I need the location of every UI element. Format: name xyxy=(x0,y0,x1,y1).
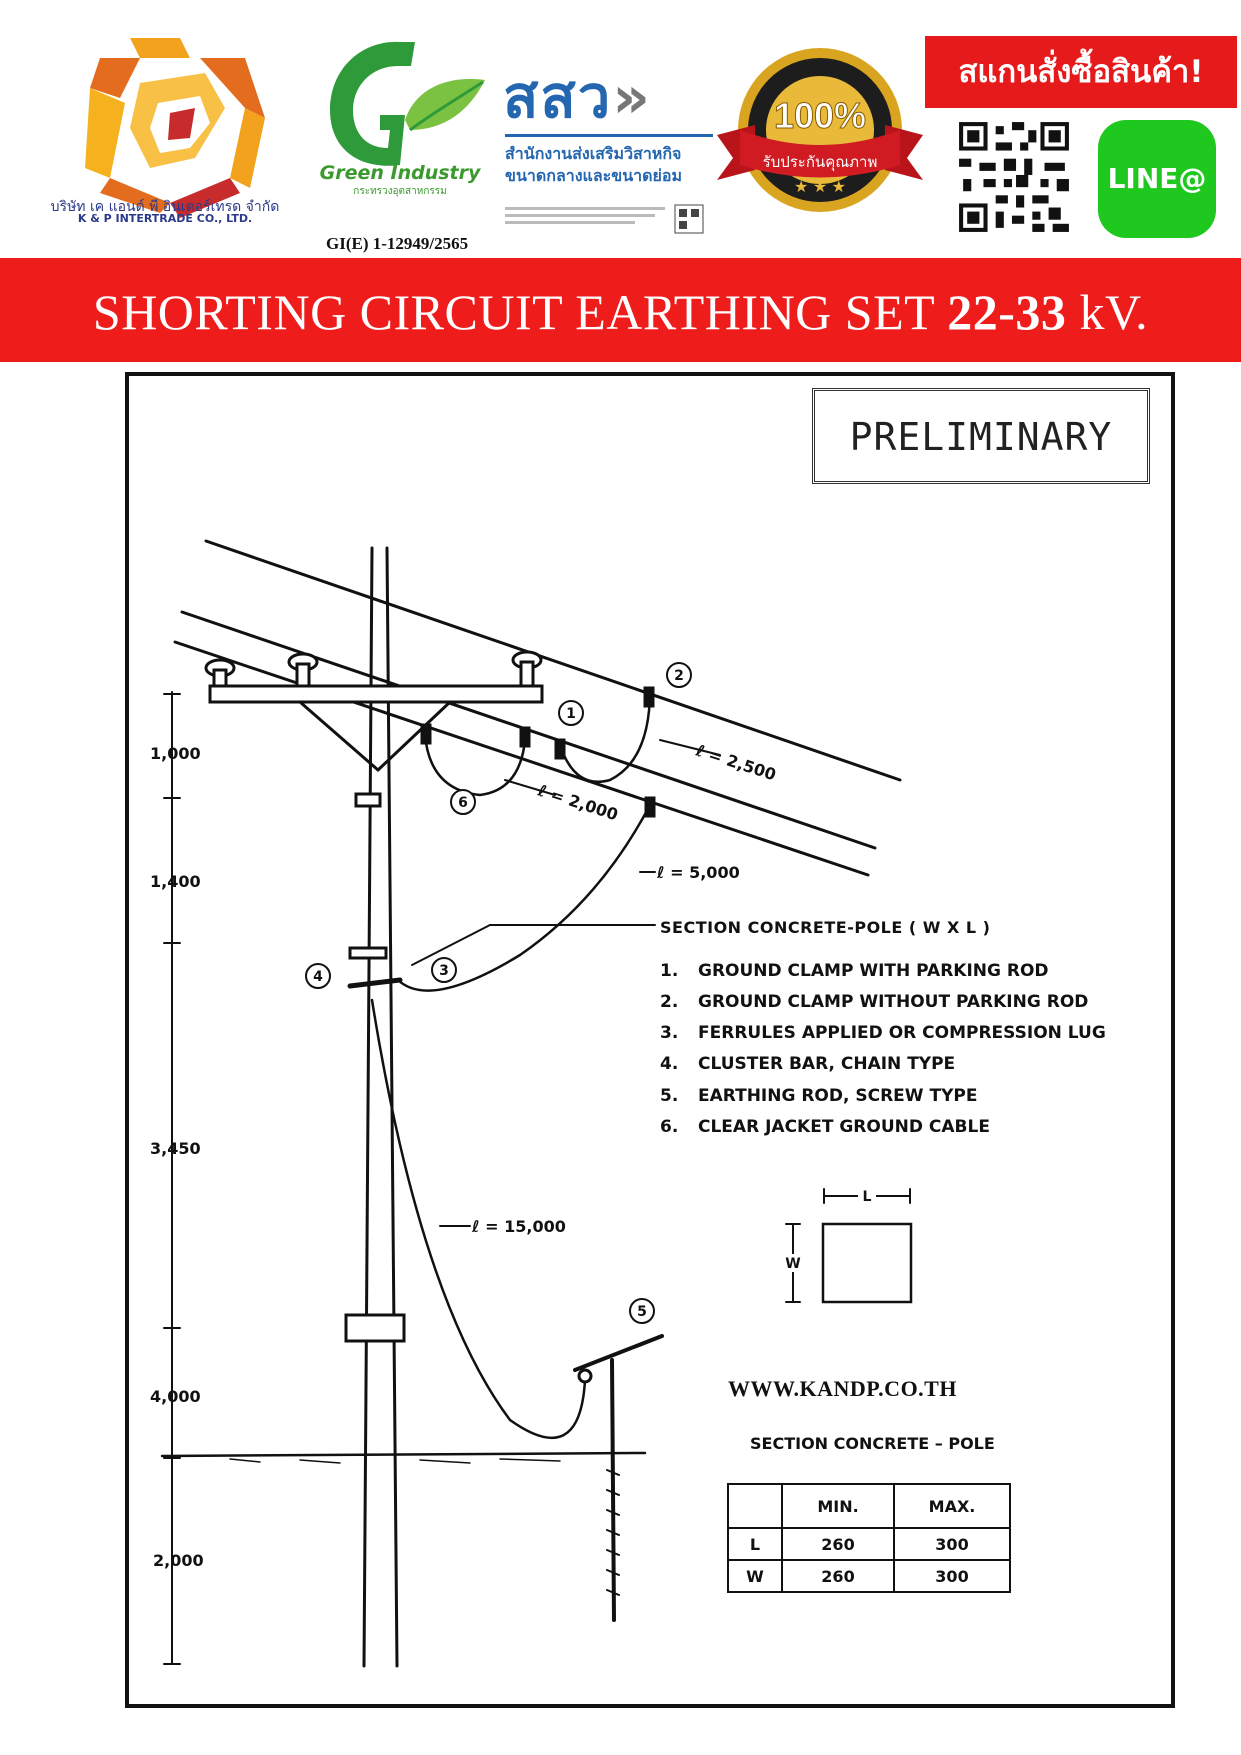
table-cell: 300 xyxy=(893,1527,1011,1561)
callout-5-label: 5 xyxy=(637,1304,647,1320)
height-label-1: 1,000 xyxy=(150,744,201,763)
cable-length-5000: ℓ = 5,000 xyxy=(656,863,740,882)
legend-num: 1. xyxy=(660,961,679,981)
callout-1 xyxy=(558,700,584,726)
page-title: SHORTING CIRCUIT EARTHING SET 22-33 kV. xyxy=(0,258,1241,362)
sme-logo: สสว» xyxy=(503,50,652,143)
kp-logo-icon xyxy=(85,38,265,218)
legend-text: CLUSTER BAR, CHAIN TYPE xyxy=(698,1054,956,1074)
legend-num: 4. xyxy=(660,1054,679,1074)
seal-percent: 100% xyxy=(774,95,866,136)
green-industry-logo-icon xyxy=(330,41,485,166)
company-thai-name: บริษัท เค แอนด์ พี อินเตอร์เทรด จำกัด xyxy=(50,199,280,215)
table-header-cell xyxy=(727,1483,783,1529)
svg-text:★ ★ ★: ★ ★ ★ xyxy=(794,179,846,196)
callout-2-label: 2 xyxy=(674,668,684,684)
table-cell: W xyxy=(727,1559,783,1593)
callout-6-label: 6 xyxy=(458,795,468,811)
title-voltage: 22-33 xyxy=(947,284,1067,340)
sme-divider xyxy=(505,134,713,137)
height-label-4: 4,000 xyxy=(150,1387,201,1406)
title-bar xyxy=(0,258,1241,362)
title-part-3: kV. xyxy=(1066,284,1149,340)
legend-item: 2. GROUND CLAMP WITHOUT PARKING ROD xyxy=(660,992,1088,1012)
green-industry-sub: กระทรวงอุตสาหกรรม xyxy=(353,186,447,197)
green-industry-label: Green Industry xyxy=(319,162,481,184)
callout-4 xyxy=(305,963,331,989)
legend-text: EARTHING ROD, SCREW TYPE xyxy=(698,1086,978,1106)
legend-text: FERRULES APPLIED OR COMPRESSION LUG xyxy=(698,1023,1106,1043)
title-part-1: SHORTING CIRCUIT EARTHING SET xyxy=(92,284,948,340)
website-url[interactable]: WWW.KANDP.CO.TH xyxy=(728,1376,957,1401)
sme-line-1: สำนักงานส่งเสริมวิสาหกิจ xyxy=(505,144,682,163)
legend-num: 2. xyxy=(660,992,679,1012)
callout-3 xyxy=(431,957,457,983)
preliminary-stamp: PRELIMINARY xyxy=(812,388,1150,484)
section-box-w: W xyxy=(785,1256,800,1272)
quality-seal-icon: 100% รับประกันคุณภาพ ★ ★ ★ xyxy=(717,48,923,212)
sme-logo-text: สสว xyxy=(503,63,613,131)
height-label-5: 2,000 xyxy=(153,1551,204,1570)
legend-num: 5. xyxy=(660,1086,679,1106)
section-label: SECTION CONCRETE-POLE ( W X L ) xyxy=(660,918,991,937)
callout-5 xyxy=(629,1298,655,1324)
legend-item: 1. GROUND CLAMP WITH PARKING ROD xyxy=(660,961,1049,981)
legend-item: 6. CLEAR JACKET GROUND CABLE xyxy=(660,1117,990,1137)
legend-item: 4. CLUSTER BAR, CHAIN TYPE xyxy=(660,1054,955,1074)
table-cell: L xyxy=(727,1527,783,1561)
legend-item: 5. EARTHING ROD, SCREW TYPE xyxy=(660,1086,977,1106)
table-cell: 260 xyxy=(781,1527,895,1561)
seal-ribbon-text: รับประกันคุณภาพ xyxy=(763,153,878,172)
table-header-cell: MAX. xyxy=(893,1483,1011,1529)
line-add-friend-button[interactable]: LINE@ xyxy=(1098,120,1216,238)
callout-6 xyxy=(450,789,476,815)
sme-small-print-icon xyxy=(505,204,704,234)
callout-3-label: 3 xyxy=(439,963,449,979)
company-english-name: K & P INTERTRADE CO., LTD. xyxy=(77,212,253,225)
table-cell: 260 xyxy=(781,1559,895,1593)
table-header-row: MIN. MAX. xyxy=(727,1483,1011,1529)
qr-code-icon[interactable] xyxy=(955,118,1073,236)
cable-length-15000: ℓ = 15,000 xyxy=(471,1217,566,1236)
callout-2 xyxy=(666,662,692,688)
callout-1-label: 1 xyxy=(566,706,576,722)
height-label-2: 1,400 xyxy=(150,872,201,891)
gi-certificate-code: GI(E) 1-12949/2565 xyxy=(326,234,469,253)
section-box-l: L xyxy=(863,1189,872,1205)
sme-line-2: ขนาดกลางและขนาดย่อม xyxy=(505,166,683,185)
callout-4-label: 4 xyxy=(313,969,323,985)
chevron-right-icon: » xyxy=(612,63,652,131)
table-row: L 260 300 xyxy=(727,1527,1011,1561)
conductor-top xyxy=(204,539,902,782)
header: บริษัท เค แอนด์ พี อินเตอร์เทรด จำกัด K … xyxy=(0,0,1241,258)
legend-text: CLEAR JACKET GROUND CABLE xyxy=(698,1117,990,1137)
legend-num: 3. xyxy=(660,1023,679,1043)
table-header-cell: MIN. xyxy=(781,1483,895,1529)
legend-num: 6. xyxy=(660,1117,679,1137)
height-label-3: 3,450 xyxy=(150,1139,201,1158)
table-row: W 260 300 xyxy=(727,1559,1011,1593)
table-title: SECTION CONCRETE – POLE xyxy=(750,1434,995,1453)
legend-text: GROUND CLAMP WITHOUT PARKING ROD xyxy=(698,992,1089,1012)
legend-text: GROUND CLAMP WITH PARKING ROD xyxy=(698,961,1049,981)
legend-item: 3. FERRULES APPLIED OR COMPRESSION LUG xyxy=(660,1023,1106,1043)
cable-length-2500: ℓ = 2,500 xyxy=(693,740,778,784)
table-cell: 300 xyxy=(893,1559,1011,1593)
pole-section-table: MIN. MAX. L 260 300 W 260 300 xyxy=(727,1483,1011,1593)
scan-to-order-badge: สแกนสั่งซื้อสินค้า! xyxy=(925,36,1237,108)
